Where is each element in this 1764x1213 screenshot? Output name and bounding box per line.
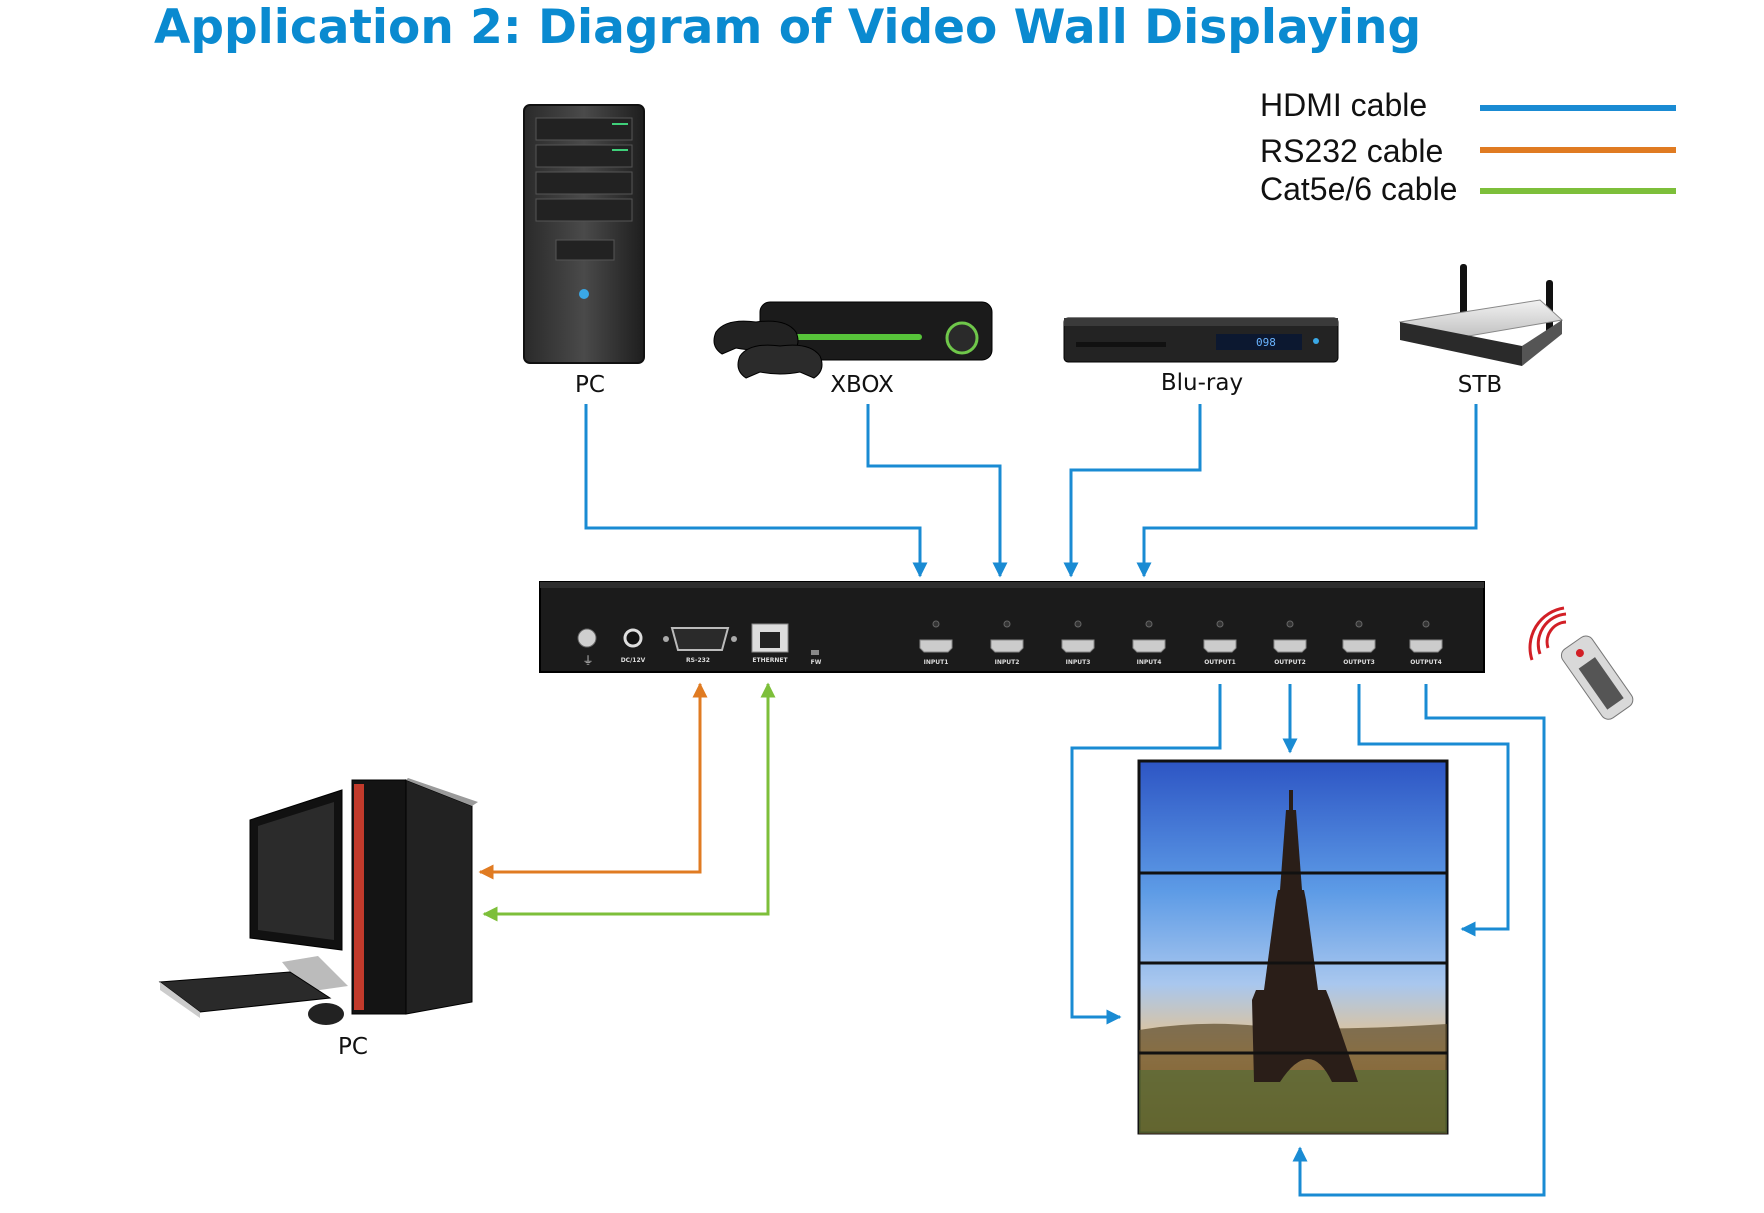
eiffel-tower-image xyxy=(1252,790,1358,1082)
svg-text:INPUT1: INPUT1 xyxy=(924,659,949,666)
stb-router-icon xyxy=(1398,264,1564,366)
hdmi-input3: INPUT3 xyxy=(1061,620,1095,666)
page-title: Application 2: Diagram of Video Wall Dis… xyxy=(154,0,1422,55)
rs232-port xyxy=(670,627,730,651)
svg-text:OUTPUT2: OUTPUT2 xyxy=(1274,659,1306,666)
source-bluray-label: Blu-ray xyxy=(1161,370,1243,396)
cable-pc-to-input1 xyxy=(584,404,928,578)
dc-power-port xyxy=(623,628,643,648)
hdmi-output2: OUTPUT2 xyxy=(1273,620,1307,666)
source-stb-label: STB xyxy=(1458,372,1502,398)
control-pc-icon xyxy=(158,778,478,1025)
svg-text:OUTPUT3: OUTPUT3 xyxy=(1343,659,1375,666)
hdmi-input1: INPUT1 xyxy=(919,620,953,666)
bluray-player-icon: 098 xyxy=(1063,317,1339,363)
legend-cat-label: Cat5e/6 cable xyxy=(1260,171,1457,207)
hdmi-input-cables xyxy=(584,404,1478,578)
xbox-icon xyxy=(713,301,993,379)
bluray-display: 098 xyxy=(1256,336,1276,349)
svg-text:OUTPUT4: OUTPUT4 xyxy=(1410,659,1442,666)
cable-output3-to-wall xyxy=(1357,684,1510,937)
legend-rs232-label: RS232 cable xyxy=(1260,133,1443,169)
legend: HDMI cable RS232 cable Cat5e/6 cable xyxy=(1260,87,1676,207)
source-xbox-label: XBOX xyxy=(830,372,894,398)
hdmi-input4: INPUT4 xyxy=(1132,620,1166,666)
fw-label: FW xyxy=(811,659,822,666)
svg-text:INPUT3: INPUT3 xyxy=(1066,659,1091,666)
fw-port xyxy=(811,650,819,655)
hdmi-output3: OUTPUT3 xyxy=(1342,620,1376,666)
cable-bluray-to-input3 xyxy=(1063,404,1202,578)
dc-label: DC/12V xyxy=(621,657,646,664)
remote-control-icon xyxy=(1528,606,1634,720)
hdmi-output-cables xyxy=(1070,684,1546,1197)
rs232-label: RS-232 xyxy=(686,657,710,664)
cable-cat5e xyxy=(482,682,776,922)
legend-hdmi-label: HDMI cable xyxy=(1260,87,1427,123)
matrix-switcher: ⏚ DC/12V RS-232 ETHERNET FW INPUT1 INPUT… xyxy=(539,581,1485,673)
ground-screw-icon xyxy=(577,628,597,648)
cable-stb-to-input4 xyxy=(1136,404,1478,578)
cable-xbox-to-input2 xyxy=(866,404,1008,578)
cable-output1-to-wall xyxy=(1070,684,1222,1025)
ground-label: ⏚ xyxy=(583,654,594,667)
source-pc-label: PC xyxy=(575,372,605,398)
cable-rs232 xyxy=(478,682,708,880)
hdmi-output4: OUTPUT4 xyxy=(1409,620,1443,666)
svg-text:INPUT4: INPUT4 xyxy=(1137,659,1162,666)
hdmi-input2: INPUT2 xyxy=(990,620,1024,666)
cable-output4-to-wall xyxy=(1292,684,1546,1197)
video-wall xyxy=(1137,759,1449,1135)
control-pc-label: PC xyxy=(338,1034,368,1060)
ethernet-label: ETHERNET xyxy=(752,657,788,664)
hdmi-output1: OUTPUT1 xyxy=(1203,620,1237,666)
svg-text:OUTPUT1: OUTPUT1 xyxy=(1204,659,1236,666)
pc-tower-icon xyxy=(523,104,645,364)
svg-text:INPUT2: INPUT2 xyxy=(995,659,1020,666)
